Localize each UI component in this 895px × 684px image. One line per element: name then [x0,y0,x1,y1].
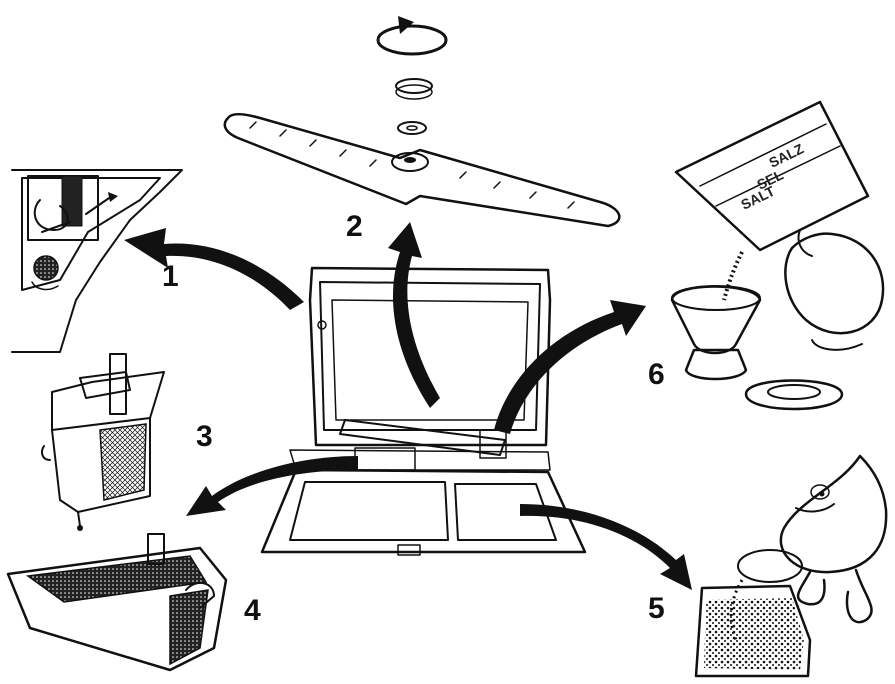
filter-detail-illustration [11,169,183,353]
detergent-pouring-illustration [694,454,888,678]
callout-1: 1 [162,260,179,293]
arrow-to-5 [520,504,692,590]
callout-2: 2 [346,210,363,243]
callout-3: 3 [196,420,213,453]
callout-labels: 1 2 3 4 5 6 [162,210,665,627]
arrow-to-1 [124,228,304,310]
arrow-to-3 [186,456,358,516]
arrow-to-2 [388,222,440,408]
salt-refill-illustration: SALT SALZ SEL [670,100,885,411]
arrow-to-6 [494,300,646,434]
filter-box-illustration [6,533,228,672]
cutlery-basket-illustration [41,353,165,531]
dishwasher-illustration [260,266,587,556]
callout-5: 5 [648,592,665,625]
callout-6: 6 [648,358,665,391]
arrows [124,222,692,590]
spray-arm-illustration [223,16,621,228]
callout-4: 4 [244,594,261,627]
salt-package-label-2: SALZ [766,140,806,171]
